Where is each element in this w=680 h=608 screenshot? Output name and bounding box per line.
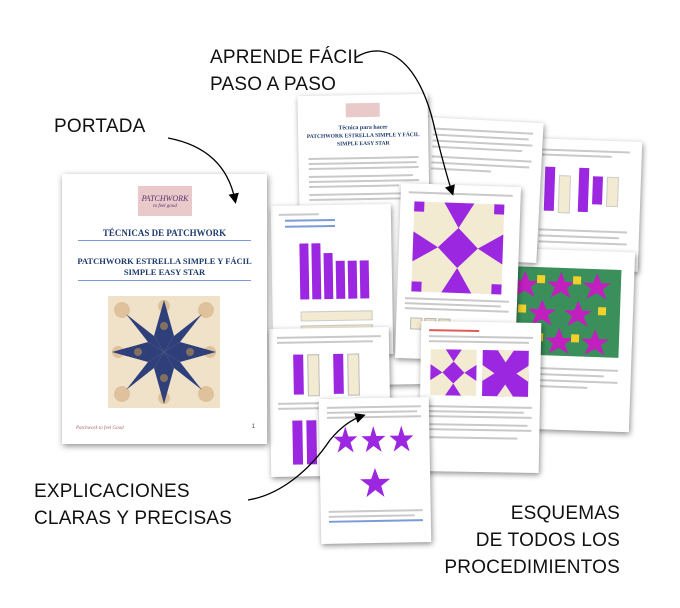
label-explicaciones-line1: EXPLICACIONES: [34, 481, 190, 502]
arrow-aprende: [354, 50, 455, 196]
cover-page-number: 1: [251, 424, 255, 430]
label-aprende-line2: PASO A PASO: [210, 74, 337, 95]
cover-star-quilt-image: [108, 296, 220, 408]
cover-logo: PATCHWORK to feel good: [138, 186, 192, 216]
page-small-stars: [318, 397, 432, 544]
cover-page: PATCHWORK to feel good TÉCNICAS DE PATCH…: [62, 174, 267, 444]
cover-logo-text: PATCHWORK: [141, 194, 189, 203]
cover-title-line2: SIMPLE EASY STAR: [123, 267, 206, 277]
label-esquemas-line3: PROCEDIMIENTOS: [444, 557, 620, 578]
page-star-blocks: [418, 320, 542, 474]
star-block-1: [430, 349, 477, 396]
label-explicaciones: EXPLICACIONES CLARAS Y PRECISAS: [34, 478, 232, 532]
label-esquemas-line2: DE TODOS LOS: [475, 530, 620, 551]
cover-title-line1: PATCHWORK ESTRELLA SIMPLE Y FÁCIL: [77, 256, 252, 266]
small-stars-row: [333, 425, 414, 453]
label-esquemas-line1: ESQUEMAS: [510, 503, 620, 524]
cover-logo-sub: to feel good: [153, 204, 177, 209]
star-block-diagram: [411, 201, 505, 295]
small-star-single: [360, 468, 391, 498]
cover-section-title: TÉCNICAS DE PATCHWORK: [102, 228, 227, 238]
label-esquemas: ESQUEMAS DE TODOS LOS PROCEDIMIENTOS: [430, 500, 620, 581]
star-block-2: [482, 350, 529, 397]
arrow-explicaciones: [247, 413, 366, 501]
arrow-portada: [167, 137, 239, 204]
label-aprende: APRENDE FÁCIL PASO A PASO: [210, 44, 364, 98]
label-portada-text: PORTADA: [54, 116, 146, 137]
cover-footer: Patchwork to feel Good: [76, 426, 124, 431]
label-explicaciones-line2: CLARAS Y PRECISAS: [34, 508, 233, 529]
label-aprende-line1: APRENDE FÁCIL: [210, 47, 364, 68]
page-block-diagram: [394, 182, 522, 363]
label-portada: PORTADA: [54, 113, 146, 140]
